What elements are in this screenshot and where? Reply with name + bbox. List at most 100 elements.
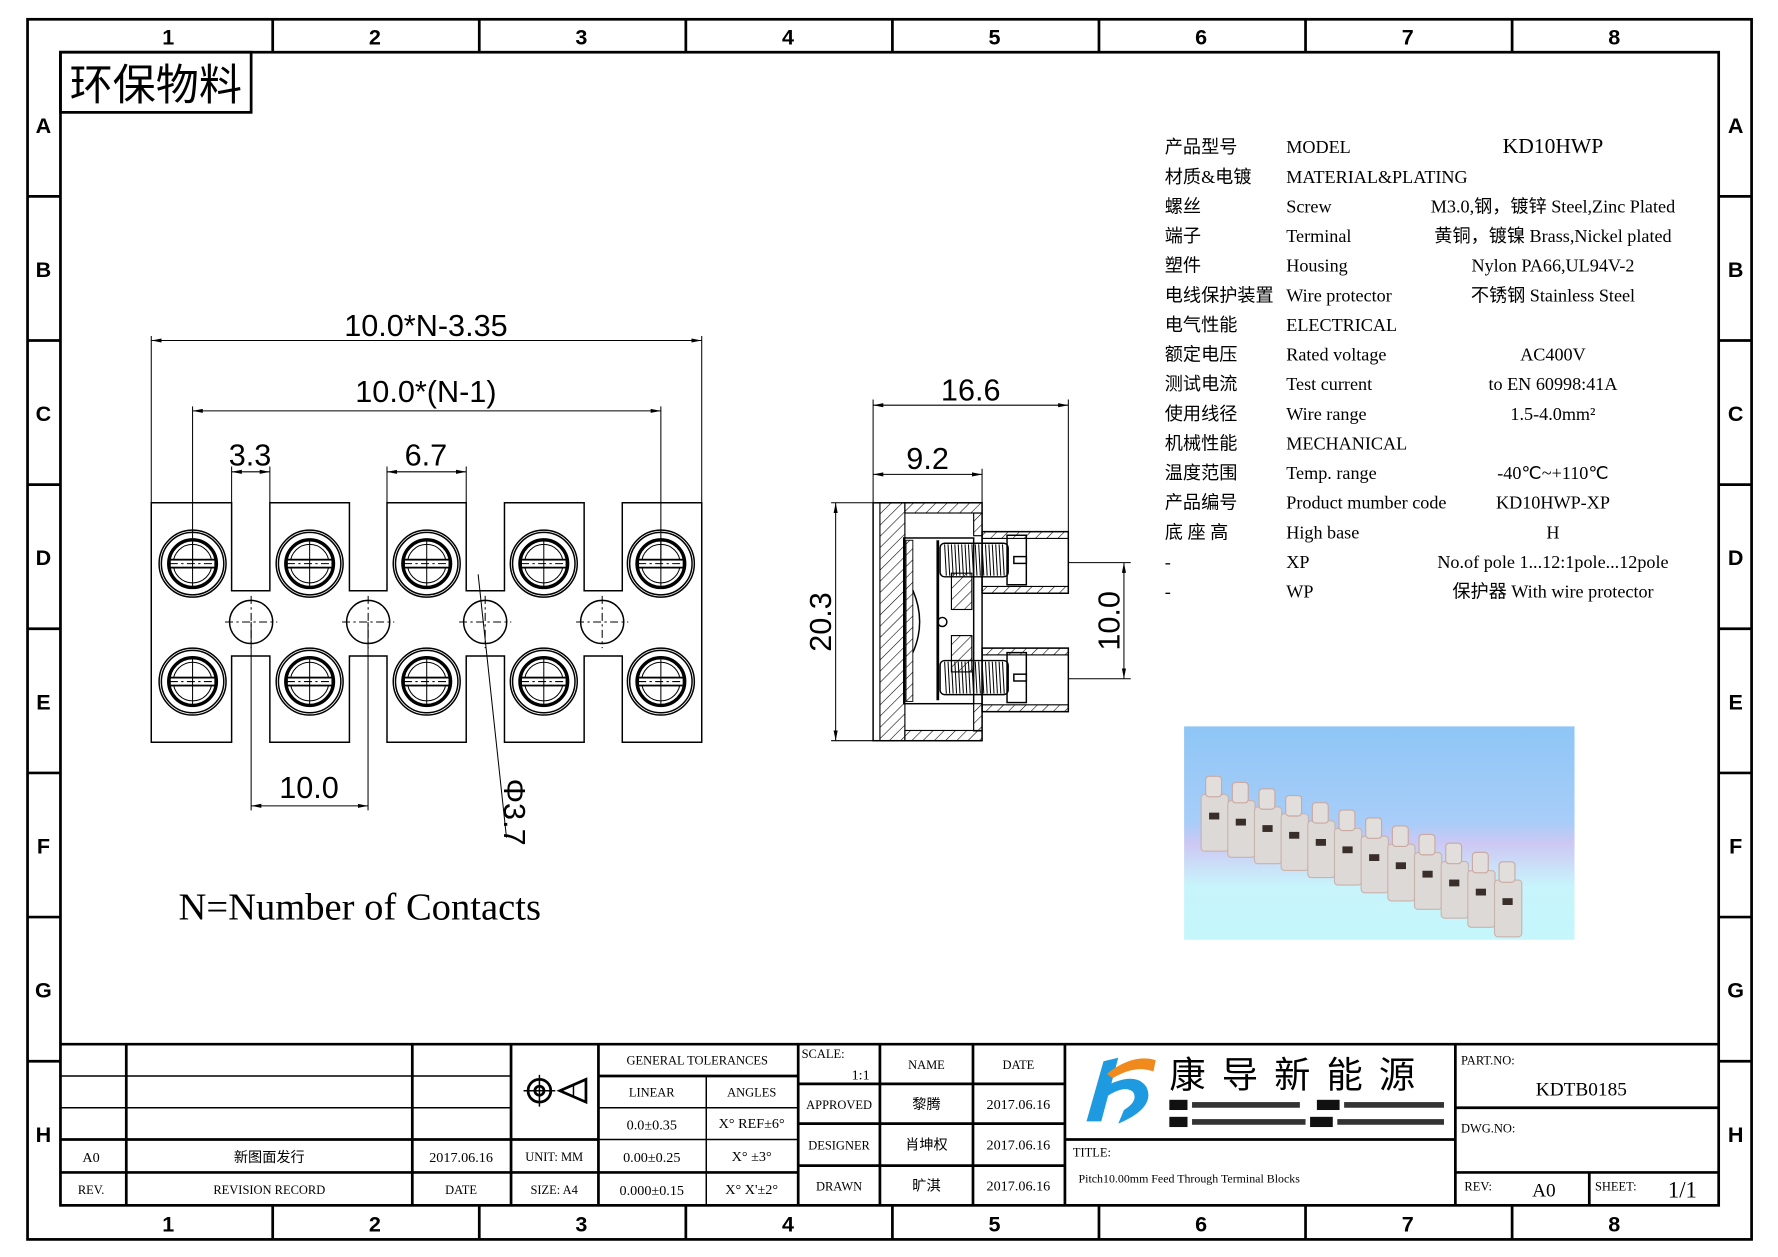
approval-role: DRAWN [816, 1180, 862, 1194]
size-label: SIZE: A4 [530, 1183, 578, 1197]
dim-hole-label: Φ3.7 [497, 779, 531, 846]
dimension-overall-width: 10.0*N-3.35 [150, 309, 703, 503]
screw-icon [275, 529, 344, 598]
dimension-row-pitch: 10.0 [1068, 562, 1131, 680]
frame-row-label: H [36, 1122, 52, 1147]
logo-mark-curve [1098, 1078, 1149, 1124]
tolerance-linear: 0.00±0.25 [623, 1150, 680, 1166]
dim-row-pitch-label: 10.0 [1092, 591, 1126, 651]
spec-label-en: ELECTRICAL [1286, 315, 1397, 335]
side-view: 16.6 9.2 20.3 10.0 [804, 374, 1131, 742]
frame-column-label: 1 [162, 24, 174, 49]
projection-symbol-icon [523, 1074, 588, 1107]
spec-label-en: Rated voltage [1286, 345, 1386, 365]
terminal-block-module [1440, 842, 1469, 919]
spec-row: 电气性能 ELECTRICAL [1165, 315, 1397, 335]
scale-label: SCALE: [802, 1047, 845, 1061]
approval-role: APPROVED [806, 1098, 872, 1112]
frame-row-label: A [1728, 113, 1744, 138]
spec-value: KD10HWP-XP [1496, 493, 1610, 513]
spec-value: 不锈钢 Stainless Steel [1471, 285, 1635, 305]
spec-label-cn: - [1165, 552, 1171, 572]
spec-label-cn: - [1165, 582, 1171, 602]
approval-role: DESIGNER [808, 1139, 870, 1153]
approval-date: 2017.06.16 [986, 1138, 1050, 1154]
screw-icon [392, 647, 461, 716]
revision-code: A0 [82, 1150, 99, 1166]
approval-date: 2017.06.16 [986, 1097, 1050, 1113]
dimension-gap: 6.7 [386, 438, 467, 503]
frame-column-label: 4 [782, 1211, 794, 1236]
spec-value: M3.0,钢，镀锌 Steel,Zinc Plated [1431, 196, 1675, 216]
dimension-pitch-span: 10.0*(N-1) [192, 375, 662, 565]
spec-label-en: Wire range [1286, 404, 1366, 424]
approval-name: 黎腾 [912, 1096, 940, 1113]
frame-column-label: 6 [1195, 24, 1207, 49]
terminal-block-module [1227, 781, 1256, 858]
spec-label-cn: 电气性能 [1165, 315, 1238, 335]
tolerance-angle: X° X'±2° [725, 1182, 778, 1198]
front-view: 10.0*N-3.35 10.0*(N-1) 3.3 6.7 10.0 [150, 309, 703, 928]
spec-label-cn: 电线保护装置 [1165, 285, 1274, 305]
spec-label-en: Screw [1286, 196, 1332, 216]
spec-label-cn: 产品编号 [1165, 493, 1238, 513]
tolerance-angle: X° REF±6° [719, 1116, 785, 1132]
company-name: 康 导 新 能 源 [1169, 1053, 1417, 1096]
date-column-header: DATE [1002, 1058, 1034, 1072]
tolerance-linear-header: LINEAR [629, 1085, 675, 1099]
frame-column-label: 2 [369, 1211, 381, 1236]
spec-row: 材质&电镀 MATERIAL&PLATING [1165, 167, 1468, 187]
approval-name: 肖坤权 [905, 1138, 948, 1154]
dimension-depth: 16.6 [872, 374, 1069, 532]
screw-icon [158, 647, 227, 716]
spec-label-cn: 塑件 [1165, 256, 1201, 276]
part-no-label: PART.NO: [1461, 1054, 1515, 1068]
lower-wire-tube [981, 647, 1070, 713]
spec-value: -40℃~+110℃ [1497, 463, 1609, 483]
frame-column-label: 8 [1608, 24, 1620, 49]
spec-label-cn: 材质&电镀 [1165, 167, 1252, 187]
rev-header: REV. [78, 1183, 104, 1197]
spec-label-en: Product mumber code [1286, 493, 1446, 513]
spec-label-cn: 底 座 高 [1165, 522, 1229, 542]
frame-row-label: A [36, 113, 52, 138]
frame-row-label: F [37, 834, 50, 859]
dim-depth-label: 16.6 [941, 374, 1001, 408]
company-logo: 康 导 新 能 源 [1086, 1053, 1445, 1128]
contacts-note: N=Number of Contacts [178, 886, 540, 928]
frame-row-label: B [1728, 257, 1744, 282]
terminal-block-module [1387, 825, 1416, 902]
tolerances-title: GENERAL TOLERANCES [626, 1054, 767, 1068]
title-block: A0 新图面发行 2017.06.16 REV. REVISION RECORD… [60, 1042, 1719, 1206]
terminal-block-module [1253, 788, 1283, 865]
spec-label-en: Temp. range [1286, 463, 1376, 483]
frame-column-label: 6 [1195, 1211, 1207, 1236]
housing-outline [150, 502, 703, 744]
dimension-pitch: 10.0 [250, 621, 369, 811]
spec-value: No.of pole 1...12:1pole...12pole [1437, 552, 1668, 572]
screw-icon [392, 529, 461, 598]
frame-row-label: C [36, 401, 52, 426]
side-screw-icon [939, 534, 1028, 586]
title-label: TITLE: [1073, 1146, 1111, 1160]
frame-column-label: 4 [782, 24, 794, 49]
spec-label-en: High base [1286, 522, 1359, 542]
date-header: DATE [445, 1183, 477, 1197]
frame-row-label: D [1728, 545, 1744, 570]
frame-column-label: 7 [1402, 24, 1414, 49]
dim-gap-label: 6.7 [405, 438, 448, 472]
eco-material-stamp: 环保物料 [59, 50, 253, 114]
dim-height-label: 20.3 [804, 592, 838, 652]
terminal-block-module [1200, 775, 1229, 852]
scale-value: 1:1 [852, 1067, 870, 1083]
spec-label-en: MATERIAL&PLATING [1286, 167, 1467, 187]
dim-pitch-span-label: 10.0*(N-1) [355, 375, 496, 409]
screw-icon [509, 647, 579, 716]
frame-column-label: 5 [989, 24, 1001, 49]
unit-label: UNIT: MM [525, 1150, 583, 1164]
